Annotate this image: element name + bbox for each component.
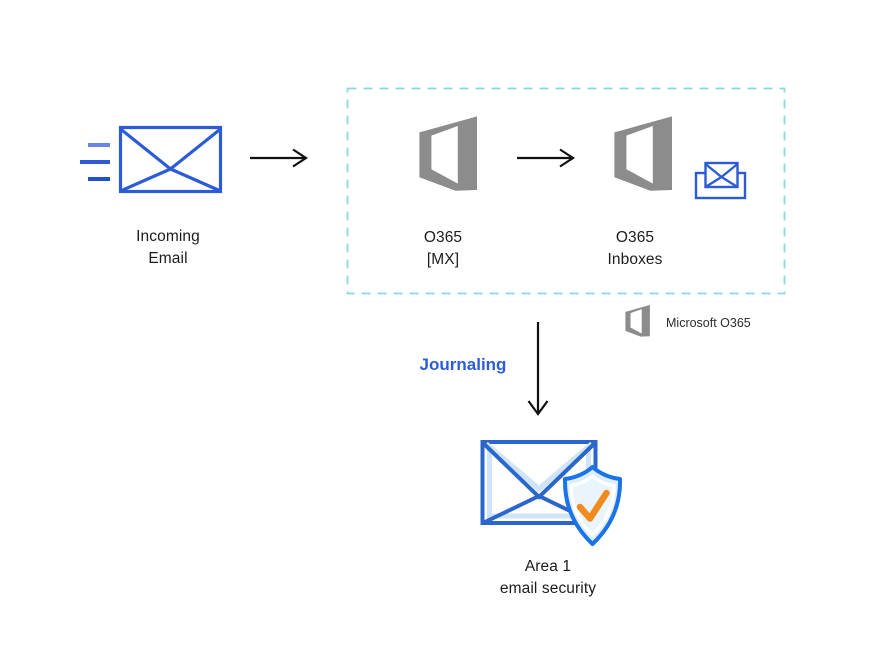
envelope-icon <box>118 125 223 194</box>
o365-mx-label-line1: O365 <box>423 229 463 246</box>
o365-mx-label: O365 [MX] <box>393 227 493 271</box>
office365-logo-icon <box>419 116 477 191</box>
office365-logo-icon <box>614 116 672 191</box>
journaling-label: Journaling <box>419 355 507 374</box>
incoming-email-envelope-icon <box>80 125 223 194</box>
shield-check <box>562 465 623 546</box>
envelope-shield-check-icon <box>480 440 623 546</box>
o365-mx-label-line2: [MX] <box>426 251 460 268</box>
o365-inboxes-label: O365 Inboxes <box>585 227 685 271</box>
o365-inboxes-label-line1: O365 <box>615 229 655 246</box>
office365-logo-icon <box>625 305 650 337</box>
o365-inboxes-label-line2: Inboxes <box>607 251 663 268</box>
inbox-tray-envelope-icon <box>694 161 747 200</box>
arrow-right-icon <box>250 148 309 168</box>
arrow-down-icon <box>527 322 549 416</box>
area1-label-line2: email security <box>499 580 597 597</box>
arrow-right-icon <box>517 148 576 168</box>
incoming-email-label-line1: Incoming <box>136 228 200 245</box>
area1-label-line1: Area 1 <box>524 558 572 575</box>
speed-lines <box>80 143 110 181</box>
legend-microsoft-o365-label: Microsoft O365 <box>666 316 751 330</box>
incoming-email-label: Incoming Email <box>103 226 233 270</box>
area1-label: Area 1 email security <box>467 556 629 600</box>
incoming-email-label-line2: Email <box>148 250 188 267</box>
